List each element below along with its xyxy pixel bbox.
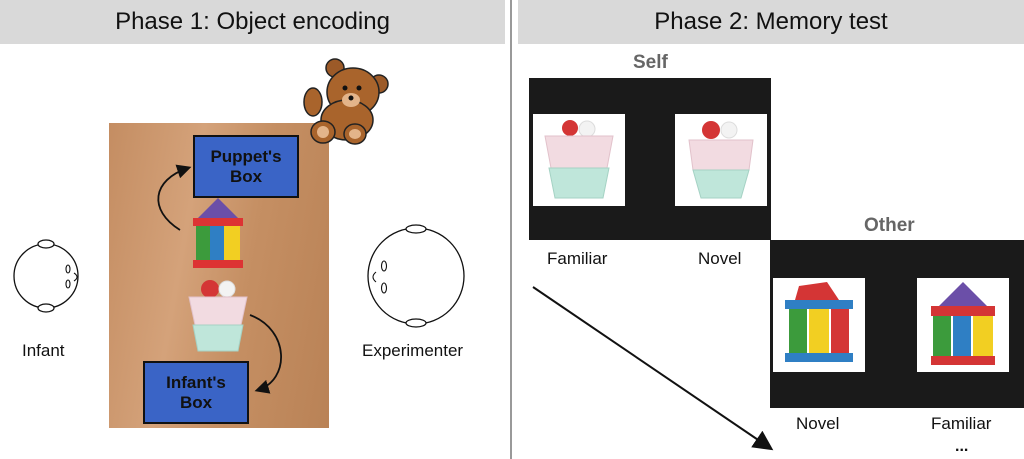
timeline-arrow — [532, 286, 774, 451]
self-left-image — [533, 114, 625, 206]
phase2-title: Phase 2: Memory test — [654, 8, 888, 35]
phase2-header: Phase 2: Memory test — [518, 0, 1024, 44]
infant-box-line2: Box — [179, 392, 213, 412]
teddy-bear-icon — [303, 58, 389, 145]
continuation-ellipsis: ... — [955, 438, 969, 455]
self-right-image — [675, 114, 767, 206]
other-left-image — [773, 278, 865, 372]
puppet-box-line2: Box — [229, 166, 263, 186]
self-right-caption: Novel — [698, 249, 742, 268]
puppet-box-line1: Puppet's — [210, 146, 282, 166]
experimenter-head-icon — [367, 224, 465, 328]
self-left-caption: Familiar — [547, 249, 608, 268]
puppet-box: Puppet's Box — [193, 135, 299, 198]
arrow-to-infant-box — [249, 314, 282, 394]
arrow-to-puppet-box — [157, 164, 192, 231]
block-toy-icon — [193, 198, 243, 268]
infant-head-icon — [13, 239, 79, 313]
experimenter-label: Experimenter — [362, 341, 464, 360]
cupcake-toy-icon — [188, 280, 248, 352]
infant-box: Infant's Box — [143, 361, 249, 424]
other-label: Other — [864, 215, 915, 236]
blocks-familiar-icon — [931, 282, 995, 365]
blocks-novel-icon — [785, 282, 853, 362]
table-arrows — [157, 164, 282, 394]
other-right-image — [917, 278, 1009, 372]
phase1-header: Phase 1: Object encoding — [0, 0, 505, 44]
phase1-title: Phase 1: Object encoding — [115, 8, 390, 35]
infant-label: Infant — [22, 341, 65, 360]
infant-box-line1: Infant's — [166, 372, 226, 392]
self-label: Self — [633, 52, 668, 73]
cupcake-novel-icon — [688, 121, 754, 199]
other-left-caption: Novel — [796, 414, 840, 433]
cupcake-familiar-icon — [544, 120, 614, 199]
other-right-caption: Familiar — [931, 414, 992, 433]
panel-divider — [510, 0, 512, 459]
